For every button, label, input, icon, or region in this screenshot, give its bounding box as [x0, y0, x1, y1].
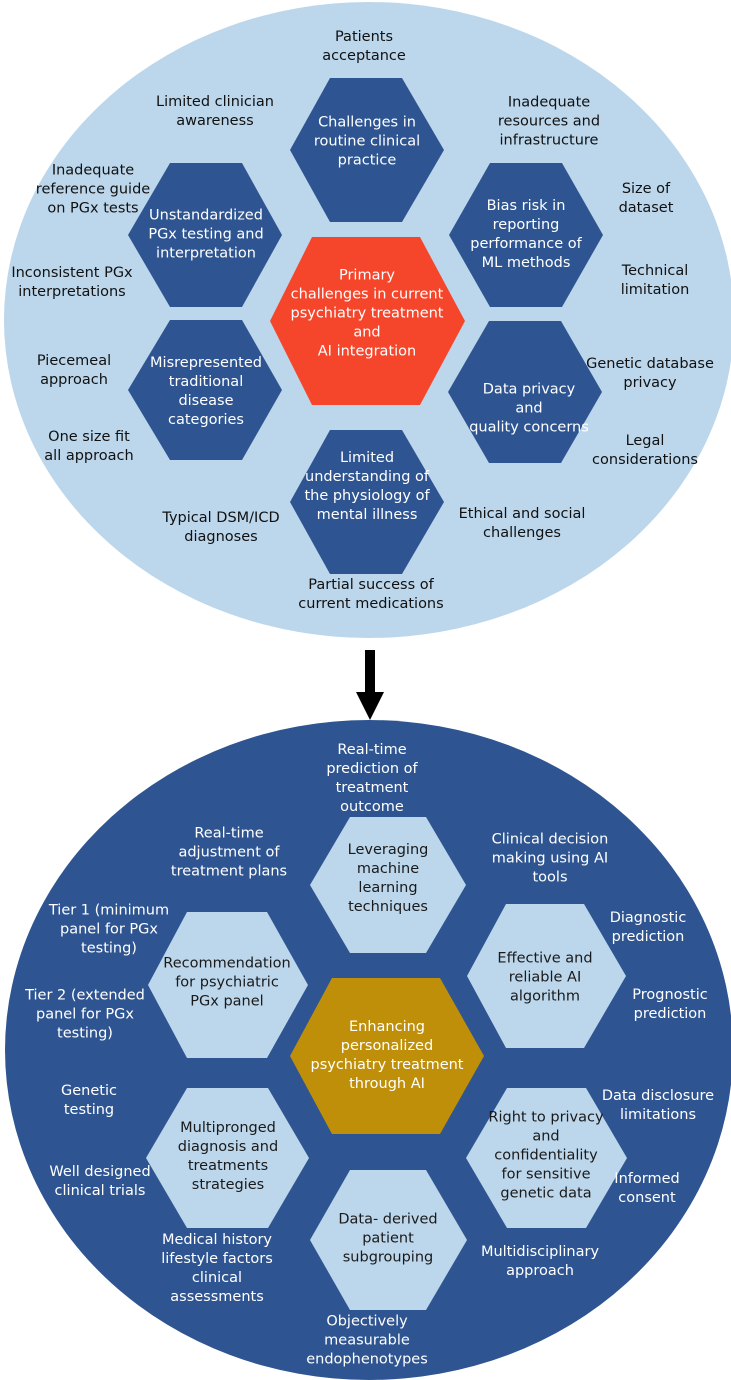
label-genetic-db: Genetic database privacy [586, 356, 714, 391]
hex-top-center-text: Primary challenges in current psychiatry… [290, 267, 444, 360]
label-ethical: Ethical and social challenges [458, 506, 586, 541]
hex-rights [466, 1088, 627, 1228]
arrow [356, 650, 384, 720]
hex-subgroup-text: Data- derived patient subgrouping [338, 1211, 438, 1266]
label-reference: Inadequate reference guide on PGx tests [35, 162, 151, 217]
hex-bottom-center-text: Enhancing personalized psychiatry treatm… [310, 1019, 464, 1092]
label-diagnostic: Diagnostic prediction [609, 910, 687, 945]
hex-misrep [128, 320, 282, 460]
label-genetic-test: Genetic testing [61, 1083, 117, 1118]
hex-multi [146, 1088, 309, 1228]
label-partial: Partial success of current medications [298, 577, 444, 612]
hex-physio-text: Limited understanding of the physiology … [304, 450, 430, 523]
label-onesize: One size fit all approach [44, 429, 134, 464]
hex-bias-text: Bias risk in reporting performance of ML… [470, 198, 582, 271]
hex-routine-text: Challenges in routine clinical practice [313, 114, 421, 169]
label-consent: Informed consent [614, 1171, 680, 1206]
label-endo: Objectively measurable endophenotypes [306, 1313, 428, 1368]
hex-misrep-text: Misrepresented traditional disease categ… [150, 355, 262, 428]
label-patients: Patients acceptance [322, 29, 406, 64]
label-history: Medical history lifestyle factors clinic… [161, 1232, 273, 1305]
hex-ml [310, 817, 466, 953]
hex-rights-text: Right to privacy and confidentiality for… [488, 1109, 604, 1202]
hex-bottom-center [290, 978, 484, 1134]
label-realtime-pred: Real-time prediction of treatment outcom… [326, 742, 418, 815]
label-inconsistent: Inconsistent PGx interpretations [11, 265, 133, 300]
hex-physio [290, 430, 444, 574]
label-dsm: Typical DSM/ICD diagnoses [162, 510, 280, 545]
label-clinician: Limited clinician awareness [155, 94, 274, 129]
label-technical: Technical limitation [620, 263, 690, 298]
label-piecemeal: Piecemeal approach [36, 353, 112, 388]
label-multidisc: Multidisciplinary approach [480, 1244, 600, 1279]
hex-privacy [448, 321, 602, 463]
hex-panel [148, 912, 308, 1058]
hex-subgroup [310, 1170, 467, 1310]
hex-multi-text: Multipronged diagnosis and treatments st… [177, 1120, 279, 1193]
label-clinical-dec: Clinical decision making using AI tools [491, 831, 609, 886]
hex-pgx-text: Unstandardized PGx testing and interpret… [148, 207, 264, 262]
label-trials: Well designed clinical trials [49, 1164, 151, 1199]
hex-routine [290, 78, 444, 222]
label-disclosure: Data disclosure limitations [601, 1088, 715, 1123]
label-tier2: Tier 2 (extended panel for PGx testing) [25, 987, 145, 1042]
hex-algorithm [467, 904, 626, 1048]
label-tier1: Tier 1 (minimum panel for PGx testing) [48, 902, 170, 957]
hex-algorithm-text: Effective and reliable AI algorithm [497, 950, 593, 1005]
hex-panel-text: Recommendation for psychiatric PGx panel [163, 955, 291, 1010]
hex-bias [449, 163, 603, 307]
hex-pgx [128, 163, 282, 307]
hex-top-center [270, 237, 465, 405]
hex-privacy-text: Data privacy and quality concerns [469, 381, 589, 436]
hex-ml-text: Leveraging machine learning techniques [347, 842, 429, 915]
label-legal: Legal considerations [592, 433, 698, 468]
label-prognostic: Prognostic prediction [632, 987, 708, 1022]
label-size: Size of dataset [618, 181, 674, 216]
label-realtime-adj: Real-time adjustment of treatment plans [170, 825, 288, 880]
label-resources: Inadequate resources and infrastructure [497, 94, 601, 149]
